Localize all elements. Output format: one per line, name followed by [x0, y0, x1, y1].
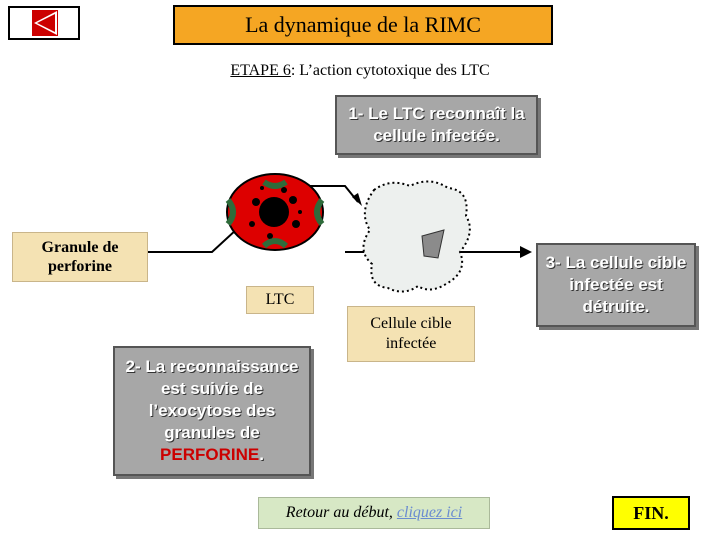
step-colon: : [290, 62, 296, 79]
caption-exocytosis: 2- La reconnaissance est suivie de l’exo… [113, 346, 311, 476]
ltc-label: LTC [246, 286, 314, 314]
receptor-icons [225, 179, 325, 249]
step-label: ETAPE 6 [230, 62, 291, 79]
ltc-cell [226, 173, 324, 251]
target-cell-label: Cellule cible infectée [347, 306, 475, 362]
cytotoxic-diagram [148, 173, 532, 293]
caption-destruction: 3- La cellule cible infectée est détruit… [536, 243, 696, 327]
return-box: Retour au début, cliquez ici [258, 497, 490, 529]
perforine-highlight: PERFORINE [160, 445, 260, 465]
step-description: L’action cytotoxique des LTC [295, 62, 490, 79]
triangle-left-icon [32, 10, 58, 36]
fin-button[interactable]: FIN. [612, 496, 690, 530]
step-heading: ETAPE 6: L’action cytotoxique des LTC [150, 62, 570, 80]
granule-label: Granule de perforine [12, 232, 148, 282]
return-link[interactable]: cliquez ici [396, 504, 463, 521]
caption-recognition: 1- Le LTC reconnaît la cellule infectée. [335, 95, 538, 155]
return-text: Retour au début, [285, 504, 393, 521]
caption-exocytosis-end: . [259, 445, 264, 465]
back-button[interactable] [8, 6, 80, 40]
caption-exocytosis-text: 2- La reconnaissance est suivie de l’exo… [125, 356, 299, 443]
target-cell [362, 180, 471, 293]
page-title: La dynamique de la RIMC [173, 5, 553, 45]
